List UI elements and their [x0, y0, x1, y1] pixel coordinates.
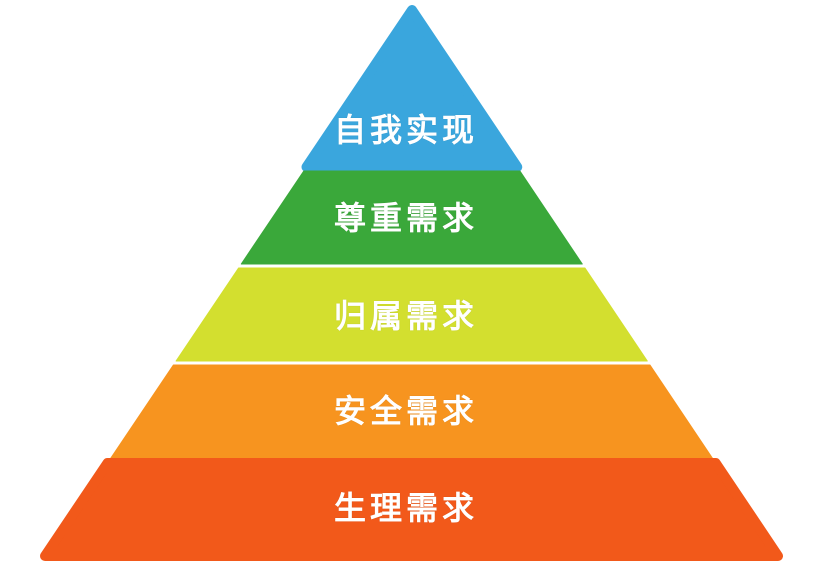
pyramid-band-belonging — [175, 267, 648, 362]
level-label-belonging: 归属需求 — [333, 297, 478, 335]
pyramid-band-self-actualization — [301, 5, 523, 172]
pyramid-band-physiological — [40, 458, 783, 561]
level-label-esteem: 尊重需求 — [333, 199, 478, 237]
level-label-self-actualization: 自我实现 — [333, 111, 478, 149]
level-label-safety: 安全需求 — [333, 392, 478, 430]
level-label-physiological: 生理需求 — [333, 489, 478, 527]
pyramid-band-esteem — [240, 170, 583, 265]
